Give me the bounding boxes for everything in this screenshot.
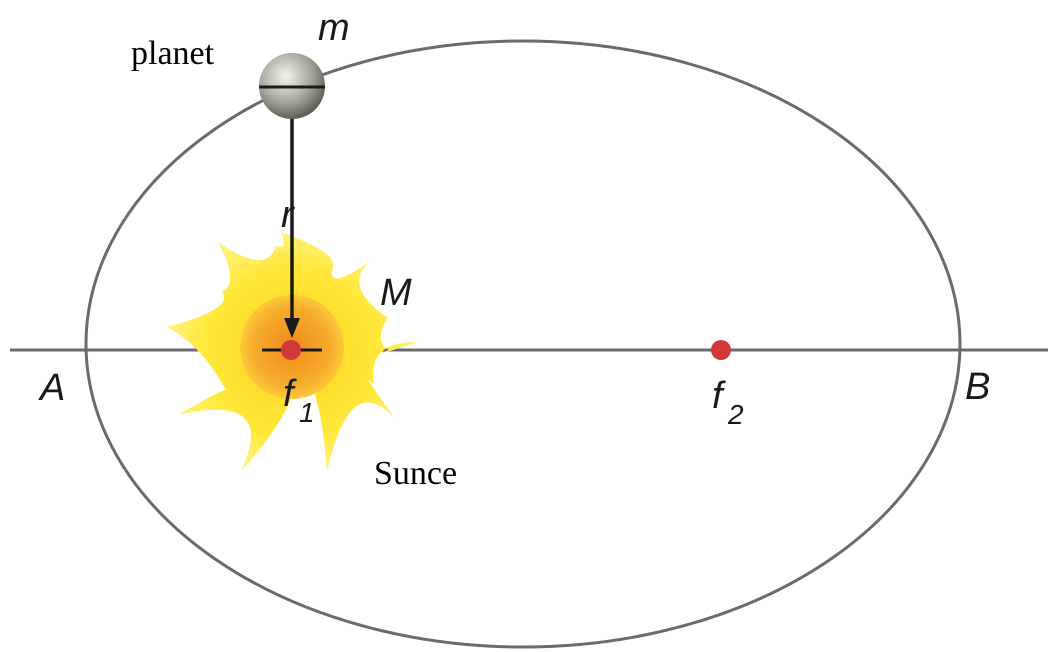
planet-icon [259,53,325,119]
label-radius: r [281,194,295,236]
label-focus1-letter: f [283,373,297,415]
orbit-ellipse [84,39,962,649]
label-focus1: f 1 [283,373,315,428]
label-focus2-sub: 2 [727,399,744,430]
label-mass-planet: m [318,7,350,49]
focus1-dot [281,340,301,360]
label-focus1-sub: 1 [299,397,315,428]
label-sun: Sunce [374,455,457,492]
label-planet: planet [131,35,215,72]
label-mass-sun: M [380,272,412,314]
focus2-dot [711,340,731,360]
label-focus2: f 2 [712,375,744,430]
label-focus2-letter: f [712,375,726,417]
radius-arrowhead-bottom [284,318,300,338]
label-point-a: A [38,367,65,409]
label-point-b: B [965,366,990,408]
